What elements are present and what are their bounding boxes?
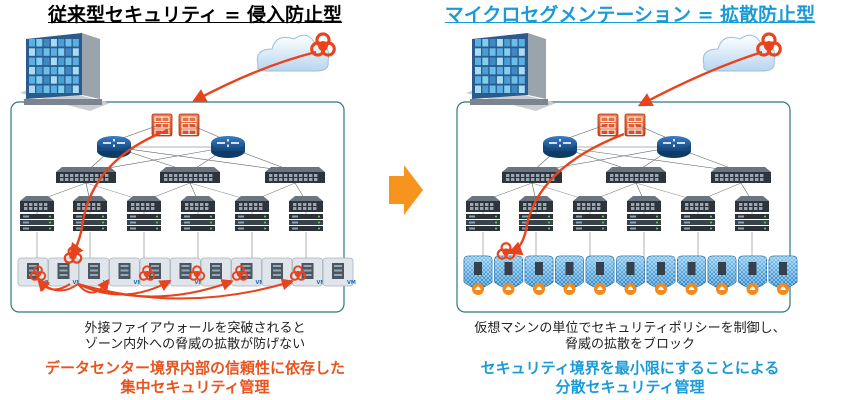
datacenter-building-icon — [466, 33, 556, 111]
switch-icon — [466, 196, 500, 212]
internet-cloud-icon — [702, 34, 776, 72]
segmented-vm — [494, 255, 523, 295]
switch-icon — [20, 196, 54, 212]
biohazard-icon — [496, 242, 516, 260]
firewall-icon — [178, 113, 200, 137]
switch-icon — [265, 167, 325, 183]
switch-icon — [606, 167, 666, 183]
left-headline-line-1: データセンター境界内部の信頼性に依存した — [44, 359, 345, 377]
switch-icon — [73, 196, 107, 212]
server-icon — [573, 214, 607, 231]
server-icon — [627, 214, 661, 231]
internet-cloud-icon — [256, 34, 330, 72]
server-icon — [20, 214, 54, 231]
right-title: マイクロセグメンテーション = 拡散防止型 — [444, 4, 816, 26]
left-title: 従来型セキュリティ = 侵入防止型 — [47, 4, 342, 26]
switch-icon — [711, 167, 771, 183]
router-icon — [211, 136, 245, 158]
switch-icon — [181, 196, 215, 212]
server-icon — [519, 214, 553, 231]
server-icon — [289, 214, 323, 231]
right-caption-line-2: 脅威の拡散をブロック — [564, 337, 695, 352]
server-icon — [466, 214, 500, 231]
switch-icon — [289, 196, 323, 212]
right-diagram — [456, 32, 798, 313]
right-headline-line-2: 分散セキュリティ管理 — [555, 378, 705, 396]
right-caption: 仮想マシンの単位でセキュリティポリシーを制御し、 脅威の拡散をブロック — [440, 321, 820, 353]
vm-label: VM — [347, 280, 356, 286]
vm-host: VM — [48, 257, 82, 287]
biohazard-icon — [289, 265, 307, 281]
server-icon — [181, 214, 215, 231]
vm-label: VM — [195, 280, 204, 286]
segmented-vm — [738, 255, 767, 295]
vm-label: VM — [73, 280, 82, 286]
vm-host: VM — [109, 257, 143, 287]
switch-icon — [502, 167, 562, 183]
vm-label: VM — [317, 280, 326, 286]
server-icon — [681, 214, 715, 231]
threat-path — [36, 50, 317, 300]
biohazard-icon — [63, 246, 83, 264]
biohazard-icon — [310, 32, 336, 57]
left-headline: データセンター境界内部の信頼性に依存した 集中セキュリティ管理 — [10, 359, 380, 397]
right-headline-line-1: セキュリティ境界を最小限にすることによる — [480, 359, 780, 377]
router-icon — [97, 136, 131, 158]
switch-icon — [681, 196, 715, 212]
switch-icon — [160, 167, 220, 183]
server-icon — [735, 214, 769, 231]
datacenter-building-icon — [20, 33, 110, 111]
segmented-vm — [585, 255, 615, 295]
firewall-icon — [624, 113, 646, 137]
segmented-vm — [677, 255, 706, 295]
server-icon — [235, 214, 269, 231]
transition-arrow-icon — [389, 165, 423, 215]
biohazard-icon — [29, 265, 47, 281]
left-caption-line-2: ゾーン内外への脅威の拡散が防げない — [84, 337, 306, 352]
biohazard-icon — [231, 265, 249, 281]
left-caption: 外接ファイアウォールを突破されると ゾーン内外への脅威の拡散が防げない — [30, 321, 360, 353]
vm-host: VM — [78, 257, 112, 287]
right-headline: セキュリティ境界を最小限にすることによる 分散セキュリティ管理 — [430, 359, 830, 397]
biohazard-icon — [138, 265, 156, 281]
switch-icon — [627, 196, 661, 212]
switch-icon — [735, 196, 769, 212]
segmented-vm — [463, 255, 493, 295]
threat-path — [507, 50, 763, 256]
server-icon — [127, 214, 161, 231]
vm-row — [463, 255, 798, 295]
segmented-vm — [555, 255, 584, 295]
biohazard-icon — [756, 32, 782, 57]
left-headline-line-2: 集中セキュリティ管理 — [120, 378, 270, 396]
vm-label: VM — [256, 280, 265, 286]
firewall-icon — [597, 113, 619, 137]
segmented-vm — [707, 255, 737, 295]
vm-label: VM — [134, 280, 143, 286]
segmented-vm — [646, 255, 676, 295]
switch-icon — [127, 196, 161, 212]
server-icon — [73, 214, 107, 231]
segmented-vm — [616, 255, 645, 295]
segmented-vm — [524, 255, 554, 295]
switch-icon — [573, 196, 607, 212]
right-caption-line-1: 仮想マシンの単位でセキュリティポリシーを制御し、 — [474, 321, 786, 336]
switch-icon — [235, 196, 269, 212]
segmented-vm — [768, 255, 798, 295]
router-icon — [543, 136, 577, 158]
router-icon — [657, 136, 691, 158]
left-caption-line-1: 外接ファイアウォールを突破されると — [84, 321, 306, 336]
biohazard-icon — [188, 265, 206, 281]
vm-host: VM — [322, 257, 356, 287]
